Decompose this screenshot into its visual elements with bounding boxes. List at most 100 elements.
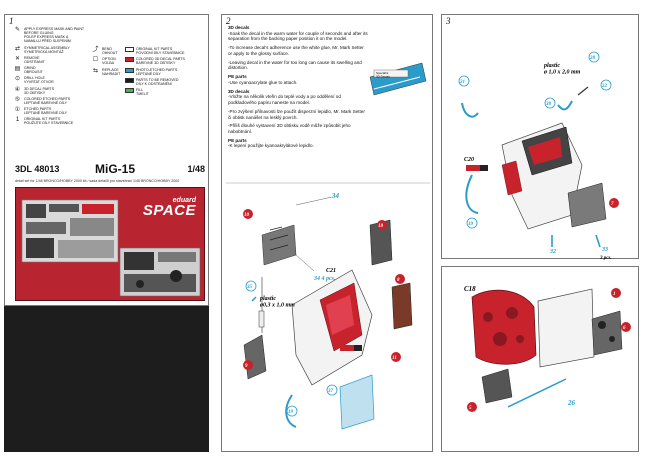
part-26-label: 26 [567, 399, 576, 407]
legend-row: ORIGINAL KIT PARTS POVODNÍ DÍLY STAVEBNI… [125, 47, 197, 55]
remove-icon: ✕ [14, 55, 21, 62]
bend-icon: ⤴ [92, 47, 99, 54]
part-38-label: 38 [545, 102, 552, 107]
part-21-label: 21 [459, 80, 465, 85]
legend-actions: ⤴BEND OHNOUT☐OPTION VOLBA⇆REPLACE NAHRAD… [91, 47, 121, 78]
dark-fill-area [4, 306, 209, 452]
seat-assembly [243, 196, 413, 430]
product-subtitle: detail set for 1/48 BRONCO/HOBBY 2000 ki… [15, 179, 180, 183]
step-number-1: 1 [9, 16, 14, 26]
part-6-label: 6 [623, 326, 626, 331]
part-5-label: 5 [469, 406, 472, 411]
instr-pe-cz: -K lepení použijte kyanoakrylátové lepid… [228, 143, 314, 149]
legend-text: REMOVE ODSTRANIT [24, 55, 45, 64]
brand-logo: eduard SPACE [143, 197, 196, 218]
part-33-label: 33 [601, 247, 608, 253]
legend-text: OPTION VOLBA [102, 57, 116, 66]
instr-pe-heading-cz: PE parts [228, 137, 247, 143]
part-C18-label: C18 [464, 285, 476, 293]
legend-row: ⤴BEND OHNOUT [91, 47, 121, 55]
part-19-label: 19 [288, 410, 294, 415]
legend-text: REPLACE NAHRADIT [102, 67, 121, 76]
panel-3-bottom: C18 1 6 5 26 [441, 266, 639, 452]
legend-text: COLORED 3D DECAL PARTS BAREVNÉ 3D OBTISK… [136, 57, 185, 66]
color-swatch [125, 47, 134, 52]
product-sheet-image: eduard SPACE [15, 187, 205, 301]
legend-row: COLORED 3D DECAL PARTS BAREVNÉ 3D OBTISK… [125, 57, 197, 65]
legend-text: ORIGINAL KIT PARTS POUŽIJTE DÍLY STAVEBN… [24, 117, 74, 126]
part-10-label: 10 [244, 213, 250, 218]
legend-text: PARTS TO BE REMOVED DÍLY K ODSTRANĚNÍ [136, 77, 179, 86]
part-18-label: 18 [378, 224, 384, 229]
part-33-qty: 3 pcs. [599, 256, 612, 261]
product-scale: 1/48 [187, 164, 205, 174]
drill-icon: ⊙ [14, 76, 21, 83]
option-icon: ☐ [92, 57, 99, 64]
panel-3-bottom-diagram: C18 1 6 5 26 [464, 285, 631, 412]
color-swatch-red [340, 345, 354, 351]
legend-text: PHOTO-ETCHED PARTS LEPTANÉ DÍLY [136, 67, 178, 76]
part-9-label: 9 [245, 364, 248, 369]
instr-cz-1: -Vložte na několik vteřin do teplé vody … [228, 94, 341, 106]
legend-row: ▤GRIND OBROUSIT [13, 66, 85, 74]
legend-text: ETCHED PARTS LEPTANÉ BAREVNÉ DÍLY [24, 107, 68, 116]
legend-row: FILL TMELIT [125, 88, 197, 96]
step-number-3: 3 [446, 16, 451, 26]
instr-pe-en: -Use cyanoacrylate glue to attach. [228, 79, 298, 85]
legend-text: SYMMETRICAL ASSEMBLY SYMETRICKÁ MONTÁŽ [24, 45, 70, 54]
replace-icon: ⇆ [92, 67, 99, 74]
legend-text: GRIND OBROUSIT [24, 66, 43, 75]
legend-text: ORIGINAL KIT PARTS POVODNÍ DÍLY STAVEBNI… [136, 47, 185, 56]
etched-icon: ① [14, 107, 21, 114]
legend-text: 3D DECAL PARTS 3D OBTISKY [24, 86, 55, 95]
part-34-label: 34 [331, 192, 340, 200]
product-title-bar: 3DL 48013 MiG-15 1/48 [15, 162, 205, 178]
kit-part-icon: 1 [15, 117, 20, 124]
legend-text: BEND OHNOUT [102, 47, 118, 56]
part-28-label: 28 [589, 56, 596, 61]
legend-row: ☐OPTION VOLBA [91, 57, 121, 65]
part-22-label: 22 [601, 84, 608, 89]
instr-en-1: -Soak the decal in the warm water for co… [228, 30, 368, 42]
product-model: MiG-15 [95, 162, 136, 176]
instr-en-2: -To increase decal's adherence use the w… [228, 45, 364, 56]
brand-top: eduard [172, 197, 196, 204]
decal-instructions: 3D decals -Soak the decal in the warm wa… [228, 25, 368, 152]
part-11-label: 11 [392, 356, 397, 361]
legend-row: ⇄SYMMETRICAL ASSEMBLY SYMETRICKÁ MONTÁŽ [13, 46, 85, 54]
grind-icon: ▤ [14, 66, 21, 73]
color-swatch [125, 57, 134, 63]
legend-symbols: ✎APPLY EXPRESS MASK AND PAINT BEFORE GLU… [13, 27, 85, 128]
instr-en-3: -Leaving decal in the water for too long… [228, 59, 362, 71]
instr-heading-en: 3D decals [228, 25, 250, 30]
legend-text: DRILL HOLE VYVRTAT OTVOR [24, 76, 54, 85]
legend-row: ⊙DRILL HOLE VYVRTAT OTVOR [13, 76, 85, 84]
instr-pe-heading: PE parts [228, 74, 247, 80]
legend-text: COLORED ETCHED PARTS LEPTANÉ BAREVNÉ DÍL… [24, 96, 71, 105]
legend-row: PHOTO-ETCHED PARTS LEPTANÉ DÍLY [125, 67, 197, 76]
decal-sheet-illustration [21, 199, 201, 297]
panel-1: 1 ✎APPLY EXPRESS MASK AND PAINT BEFORE G… [4, 14, 209, 306]
instr-heading-cz: 3D decals [228, 88, 250, 94]
panel-2: 2 3D decals -Soak the decal in the warm … [221, 14, 433, 452]
step-number-2: 2 [226, 16, 231, 26]
part-37-label: 37 [327, 389, 334, 394]
part-35-label: 35 [246, 285, 253, 290]
decal-icon: ④ [14, 86, 21, 93]
bend-icon: ✎ [14, 27, 21, 34]
part-19-label-p3: 19 [468, 222, 474, 227]
instr-cz-2: -Pro zvýšení přilnavosti lze použít disp… [228, 108, 365, 120]
legend-row: ✕REMOVE ODSTRANIT [13, 56, 85, 64]
legend-colors: ORIGINAL KIT PARTS POVODNÍ DÍLY STAVEBNI… [125, 47, 197, 98]
part-C21-label: C21 [326, 268, 336, 274]
